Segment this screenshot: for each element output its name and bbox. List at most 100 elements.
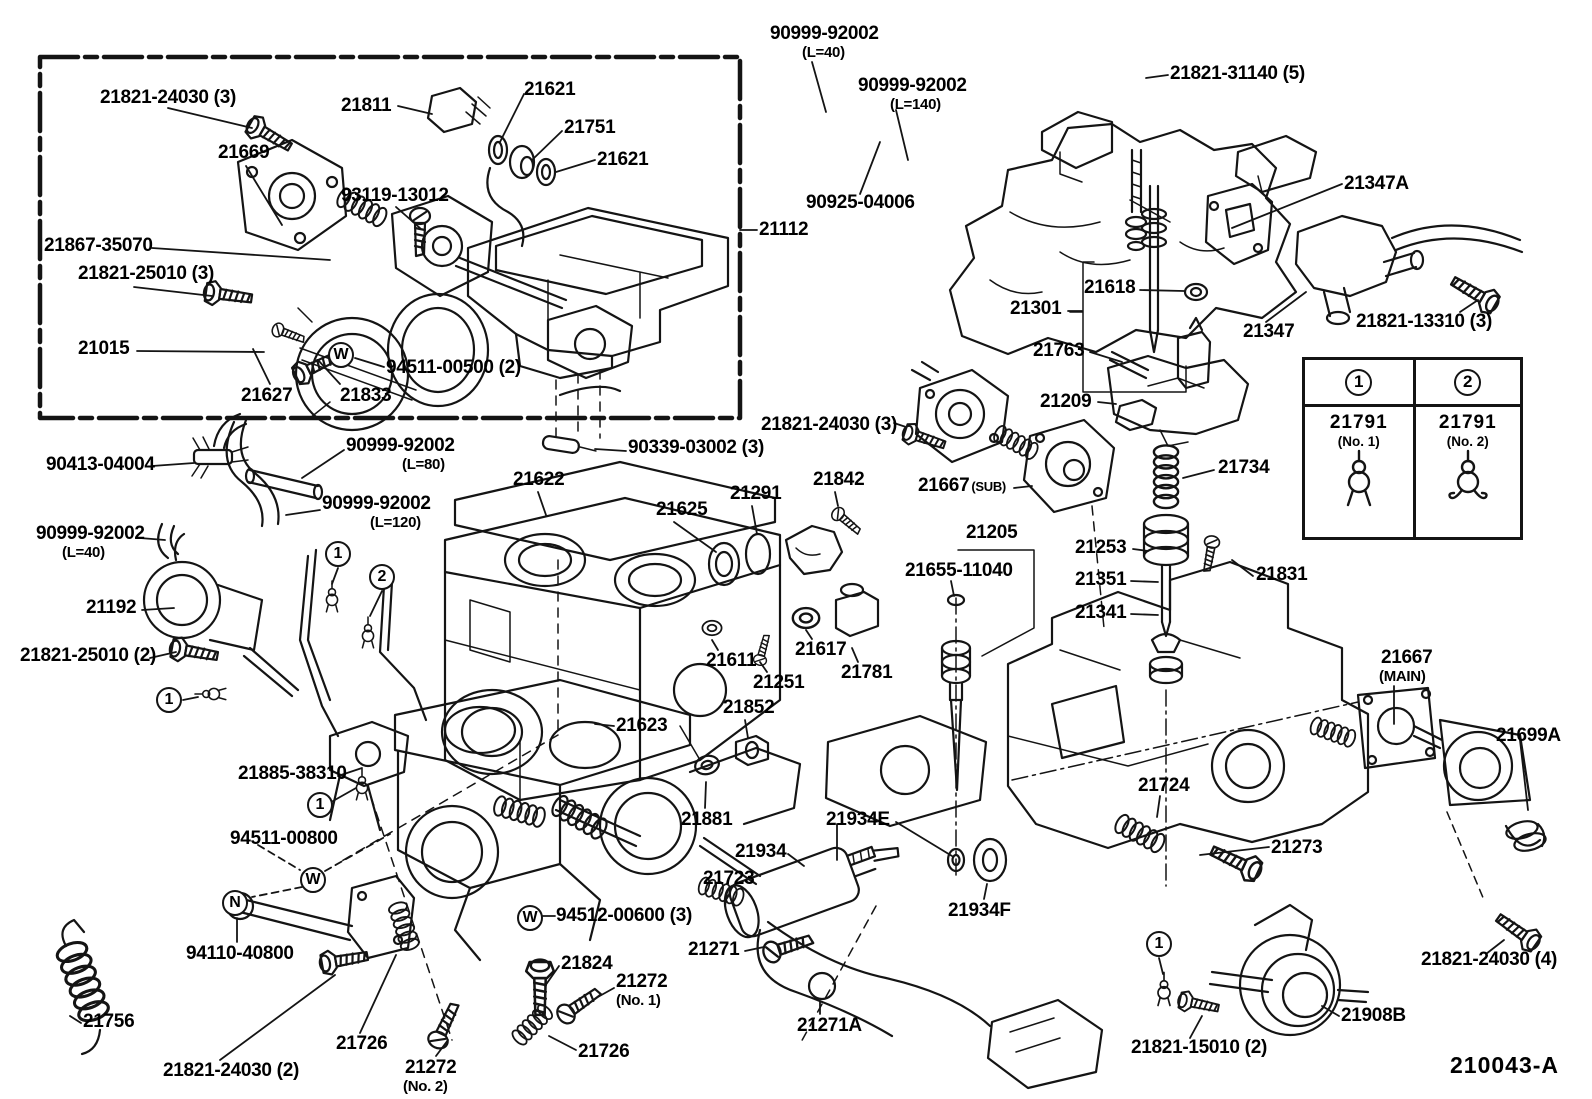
vacuum-actuator-21192	[142, 532, 300, 698]
part-label-21781: 21781	[841, 662, 893, 683]
part-label-21842: 21842	[813, 469, 865, 490]
circled-marker-2-1: 2	[369, 564, 395, 590]
part-label-21627: 21627	[241, 385, 293, 406]
part-label-21272-no2: 21272(No. 2)	[403, 1057, 457, 1095]
part-label-21821-13310-3: 21821-13310 (3)	[1356, 311, 1492, 332]
part-label-21618: 21618	[1084, 277, 1136, 298]
part-label-21821-25010-3: 21821-25010 (3)	[78, 263, 214, 284]
part-label-21751: 21751	[564, 117, 616, 138]
circled-marker-1-8: 1	[1146, 931, 1172, 957]
part-label-21724: 21724	[1138, 775, 1190, 796]
part-label-21622: 21622	[513, 469, 565, 490]
part-label-21667-main: 21667(MAIN)	[1379, 647, 1433, 685]
part-label-21852: 21852	[723, 697, 775, 718]
callout-col-header-2: 2	[1412, 360, 1521, 404]
part-label-21833: 21833	[340, 385, 392, 406]
part-label-94511-00800: 94511-00800	[230, 828, 338, 849]
part-label-21655-11040: 21655-11040	[905, 560, 1013, 581]
circled-2-icon: 2	[1454, 368, 1482, 396]
horn-21908B	[1157, 903, 1370, 1037]
callout-part-number: 21791	[1438, 412, 1497, 433]
part-label-21821-25010-2: 21821-25010 (2)	[20, 645, 156, 666]
center-small-parts	[541, 435, 880, 778]
part-label-21617: 21617	[795, 639, 847, 660]
part-label-21625: 21625	[656, 499, 708, 520]
part-label-21273: 21273	[1271, 837, 1323, 858]
part-label-21881: 21881	[681, 809, 733, 830]
part-label-21251: 21251	[753, 672, 805, 693]
part-label-21192: 21192	[86, 597, 137, 618]
part-label-21699A: 21699A	[1496, 725, 1561, 746]
part-label-21885-38310: 21885-38310	[238, 763, 347, 784]
assembly-box-border	[37, 54, 743, 421]
part-label-21253: 21253	[1075, 537, 1127, 558]
part-label-21934E: 21934E	[826, 809, 890, 830]
positioner-cluster	[236, 111, 634, 380]
part-label-21934: 21934	[735, 841, 787, 862]
circled-marker-W-5: W	[300, 867, 326, 893]
circled-1-icon: 1	[1345, 368, 1373, 396]
part-label-21347A: 21347A	[1344, 173, 1409, 194]
main-body-21622	[443, 460, 782, 802]
part-label-21271: 21271	[688, 939, 740, 960]
part-label-90413-04004: 90413-04004	[46, 454, 155, 475]
part-label-21205: 21205	[966, 522, 1018, 543]
callout-cell-no1: 21791 (No. 1)	[1305, 407, 1413, 539]
part-label-90999-92002-120: 90999-92002(L=120)	[322, 493, 431, 531]
solenoid-21934	[695, 837, 1104, 1090]
part-label-21669: 21669	[218, 142, 270, 163]
part-label-21291: 21291	[730, 483, 782, 504]
part-label-94511-00500-2: 94511-00500 (2)	[386, 357, 521, 378]
part-label-21821-24030-4: 21821-24030 (4)	[1421, 949, 1557, 970]
callout-part-number: 21791	[1329, 412, 1388, 433]
air-horn-21112	[426, 86, 730, 380]
part-label-21908B: 21908B	[1341, 1005, 1406, 1026]
part-label-21821-24030-2: 21821-24030 (2)	[163, 1060, 299, 1081]
leader-lines	[69, 61, 1529, 1061]
part-label-21821-24030-3a: 21821-24030 (3)	[100, 87, 236, 108]
part-label-90999-92002-40b: 90999-92002(L=40)	[36, 523, 145, 561]
diaphragm-assembly-21015	[201, 278, 490, 432]
power-piston-column	[1114, 398, 1222, 685]
part-label-21351: 21351	[1075, 569, 1127, 590]
part-label-21301: 21301	[1010, 298, 1062, 319]
part-label-21734: 21734	[1218, 457, 1270, 478]
part-label-21621b: 21621	[597, 149, 649, 170]
part-label-21723: 21723	[703, 868, 755, 889]
part-label-21831: 21831	[1256, 564, 1308, 585]
part-label-21763: 21763	[1033, 340, 1085, 361]
main-diaphragm-21667	[1307, 686, 1547, 957]
part-label-21112: 21112	[759, 219, 809, 240]
part-label-94110-40800: 94110-40800	[186, 943, 294, 964]
part-label-21756: 21756	[83, 1011, 135, 1032]
part-label-21811: 21811	[341, 95, 392, 116]
part-label-90339-03002-3: 90339-03002 (3)	[628, 437, 764, 458]
part-label-21821-15010-2: 21821-15010 (2)	[1131, 1037, 1267, 1058]
construction-lines	[339, 369, 1167, 1045]
part-label-21209: 21209	[1040, 391, 1092, 412]
part-label-21934F: 21934F	[948, 900, 1011, 921]
circled-marker-W-4: W	[328, 342, 354, 368]
part-label-21015: 21015	[78, 338, 130, 359]
needle-valve-21301	[1069, 184, 1250, 447]
part-label-94512-00600-3: 94512-00600 (3)	[556, 905, 692, 926]
circled-marker-W-6: W	[517, 905, 543, 931]
part-label-21667-sub: 21667(SUB)	[918, 475, 1006, 496]
part-label-21347: 21347	[1243, 321, 1295, 342]
part-label-90925-04006: 90925-04006	[806, 192, 915, 213]
callout-part-note: (No. 1)	[1337, 434, 1380, 449]
part-label-90999-92002-140: 90999-92002(L=140)	[858, 75, 967, 113]
part-label-21867-35070: 21867-35070	[44, 235, 153, 256]
circled-marker-N-7: N	[222, 890, 248, 916]
part-label-21821-24030-3b: 21821-24030 (3)	[761, 414, 897, 435]
part-label-93119-13012: 93119-13012	[341, 185, 449, 206]
part-label-21621a: 21621	[524, 79, 576, 100]
part-label-21611: 21611	[706, 650, 757, 671]
part-label-21824: 21824	[561, 953, 613, 974]
part-label-21726b: 21726	[578, 1041, 630, 1062]
diagram-id: 210043-A	[1450, 1052, 1560, 1078]
spring-21724-bolt-21273	[1111, 811, 1267, 887]
engine-block-lower	[1006, 560, 1370, 850]
